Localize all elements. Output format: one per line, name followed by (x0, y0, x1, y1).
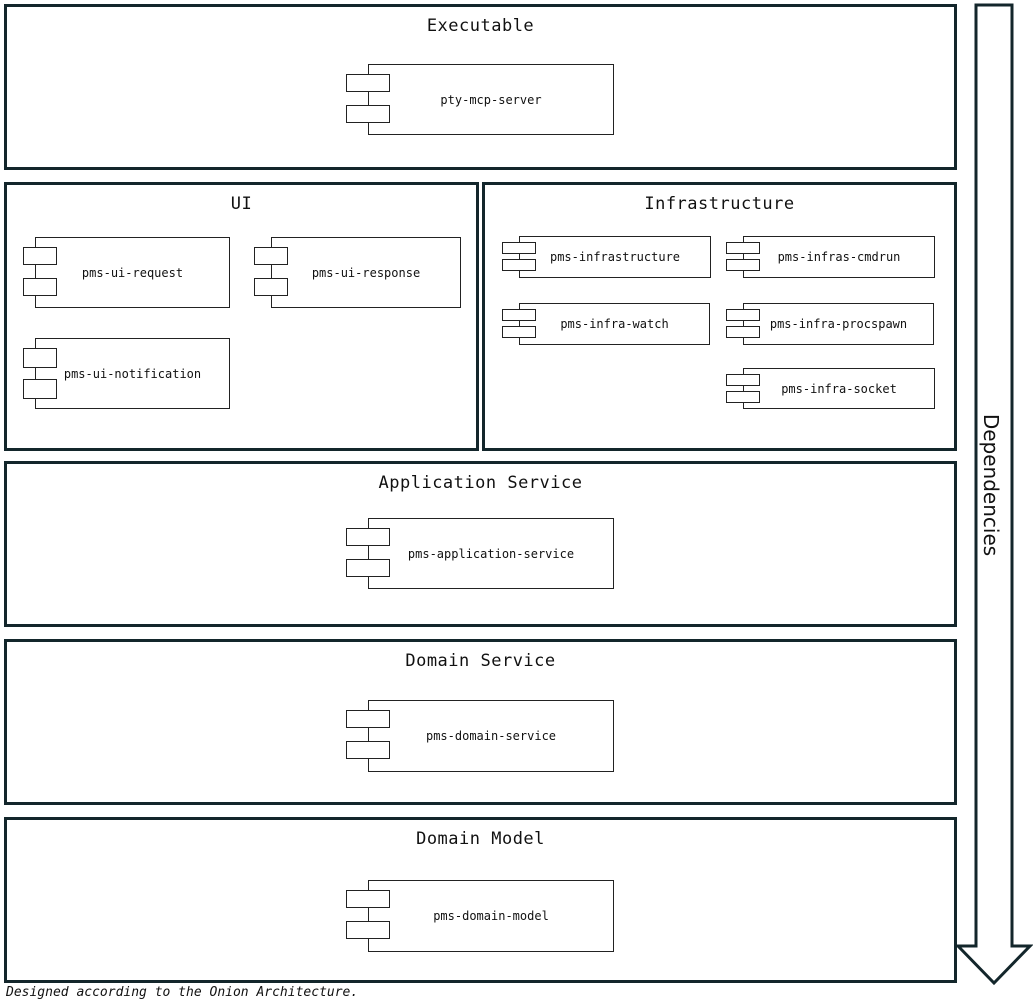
component-tab (346, 74, 390, 92)
component-tab (346, 890, 390, 908)
component-tab (346, 559, 390, 577)
component-tab (346, 528, 390, 546)
layer-title: Executable (426, 16, 535, 36)
component-body (743, 236, 935, 278)
component-pms-ui-request[interactable]: pms-ui-request (23, 237, 230, 308)
component-label: pms-infras-cmdrun (777, 250, 901, 264)
component-pms-ui-notification[interactable]: pms-ui-notification (23, 338, 230, 409)
component-body (368, 700, 614, 772)
component-label: pms-domain-service (425, 729, 557, 743)
component-label: pms-infra-socket (781, 381, 897, 396)
component-body (519, 236, 711, 278)
layer-title: Domain Service (405, 651, 556, 671)
component-pms-infrastructure[interactable]: pms-infrastructure (502, 236, 711, 278)
component-label: pms-ui-response (311, 265, 421, 280)
component-tab (502, 259, 536, 271)
layer-title: UI (230, 194, 253, 214)
component-tab (726, 259, 760, 271)
component-body (743, 368, 935, 409)
component-tab (502, 326, 536, 338)
component-body (368, 880, 614, 952)
component-tab (726, 391, 760, 403)
component-tab (726, 326, 760, 338)
component-tab (346, 710, 390, 728)
component-pms-infra-socket[interactable]: pms-infra-socket (726, 368, 935, 409)
component-tab (23, 278, 57, 296)
component-tab (23, 379, 57, 399)
component-tab (726, 242, 760, 254)
component-pms-application-service[interactable]: pms-application-service (346, 518, 614, 589)
layer-title: Domain Model (416, 829, 545, 849)
component-tab (254, 278, 288, 296)
component-pms-domain-service[interactable]: pms-domain-service (346, 700, 614, 772)
component-pms-domain-model[interactable]: pms-domain-model (346, 880, 614, 952)
footer-note: Designed according to the Onion Architec… (6, 985, 359, 1000)
layer-title: Application Service (378, 473, 583, 493)
component-tab (726, 309, 760, 321)
component-label: pms-infrastructure (549, 250, 681, 264)
component-pms-infras-cmdrun[interactable]: pms-infras-cmdrun (726, 236, 935, 278)
component-body (519, 303, 710, 345)
component-pty-mcp-server[interactable]: pty-mcp-server (346, 64, 614, 135)
component-tab (23, 348, 57, 368)
component-body (368, 64, 614, 135)
component-pms-infra-watch[interactable]: pms-infra-watch (502, 303, 710, 345)
component-label: pms-infra-watch (560, 317, 669, 331)
component-tab (502, 242, 536, 254)
component-body (271, 237, 461, 308)
component-body (35, 338, 230, 409)
component-body (743, 303, 934, 345)
component-label: pms-infra-procspawn (769, 317, 908, 331)
component-label: pms-domain-model (433, 909, 549, 923)
component-label: pms-ui-notification (63, 366, 202, 381)
component-label: pms-ui-request (81, 265, 184, 280)
component-pms-infra-procspawn[interactable]: pms-infra-procspawn (726, 303, 934, 345)
component-body (35, 237, 230, 308)
component-tab (346, 105, 390, 123)
dependencies-label: Dependencies (979, 413, 1003, 557)
layer-title: Infrastructure (644, 194, 795, 214)
component-label: pty-mcp-server (440, 92, 542, 107)
layer-ui: UI (4, 182, 479, 451)
component-tab (254, 247, 288, 265)
component-body (368, 518, 614, 589)
component-tab (23, 247, 57, 265)
component-tab (346, 741, 390, 759)
component-pms-ui-response[interactable]: pms-ui-response (254, 237, 461, 308)
component-label: pms-application-service (407, 546, 575, 561)
component-tab (502, 309, 536, 321)
component-tab (726, 374, 760, 386)
component-tab (346, 921, 390, 939)
